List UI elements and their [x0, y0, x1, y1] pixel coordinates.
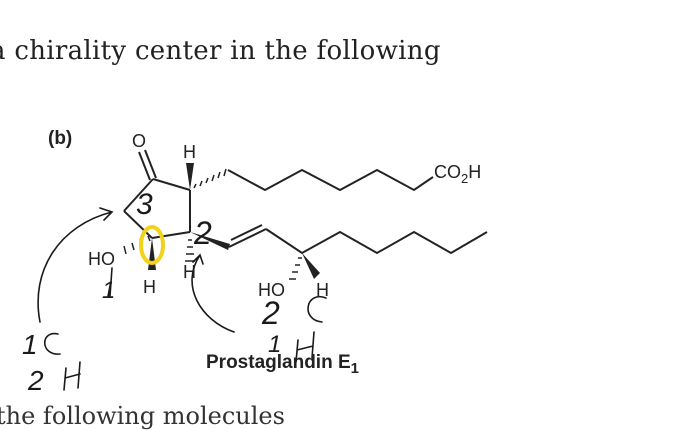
question-text-bottom: the following molecules [0, 402, 285, 430]
prostaglandin-structure: O H CO2H HO H H HO H 3 2 1 2 1 1 2 [22, 131, 488, 396]
handwritten-h-margin [63, 361, 81, 391]
ring-number-1: 1 [102, 277, 115, 304]
margin-number-1: 1 [22, 329, 38, 360]
chain-number-1: 1 [268, 331, 281, 358]
lower-alkyl-chain [228, 224, 488, 255]
h-top-label: H [183, 142, 196, 162]
h-chain-label: H [316, 280, 329, 300]
upper-alkyl-chain [227, 168, 434, 192]
tick-ring-left [109, 267, 113, 297]
figure-caption: Prostaglandin E1 [206, 352, 359, 377]
wedge-bond-top [186, 163, 194, 190]
h-ring-right-label: H [183, 262, 196, 282]
arrow-to-ring-right [191, 253, 235, 333]
hydroxyl-ring-label: HO [88, 249, 115, 269]
hashed-bond-upper-chain [193, 168, 227, 189]
question-text-top: a chirality center in the following [0, 36, 441, 66]
hashed-bond-chain-hydroxyl [289, 257, 302, 280]
wedge-bond-ring-h [148, 238, 156, 270]
wedge-bond-lower-chain [190, 232, 230, 250]
carbonyl-bond [138, 149, 157, 181]
ring-number-2: 2 [193, 215, 212, 251]
hashed-bond-hydroxyl [123, 235, 151, 255]
ring-number-3: 3 [136, 188, 153, 221]
carboxyl-label: CO2H [434, 162, 481, 186]
part-label: (b) [48, 128, 73, 149]
handwritten-numbers: 3 2 1 2 1 1 2 [22, 188, 281, 396]
handwritten-annotations [37, 207, 235, 333]
chain-number-2: 2 [261, 295, 280, 331]
handwritten-c-margin [44, 332, 61, 355]
handwritten-letters [44, 295, 327, 391]
handwritten-c-chain [307, 295, 327, 323]
arrow-to-ring-left [37, 207, 114, 323]
wedge-bond-chain-h [302, 253, 320, 279]
cyclopentane-ring [123, 178, 191, 239]
hydroxyl-chain-label: HO [258, 280, 285, 300]
handwritten-h-chain [295, 331, 315, 363]
highlight-circle [139, 225, 165, 265]
oxygen-label: O [132, 131, 146, 151]
h-ring-left-label: H [143, 277, 156, 297]
margin-number-2: 2 [27, 365, 44, 396]
